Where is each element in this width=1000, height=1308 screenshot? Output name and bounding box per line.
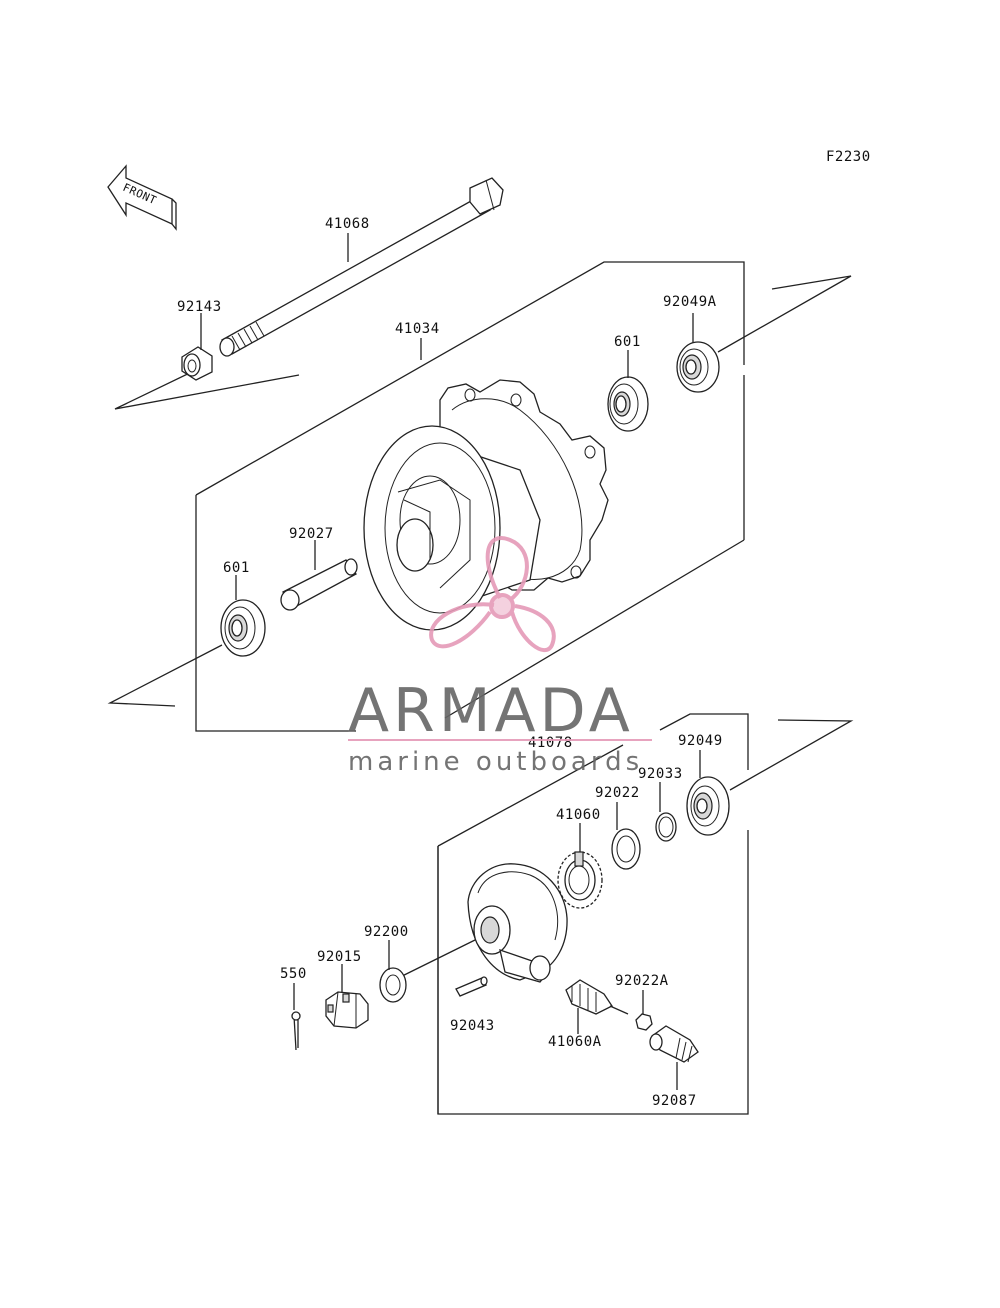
front-arrow-icon: FRONT (107, 164, 177, 231)
label-41068: 41068 (325, 216, 370, 232)
armada-watermark: ARMADA marine outboards (348, 536, 652, 777)
label-92015: 92015 (317, 949, 362, 965)
label-41034: 41034 (395, 321, 440, 337)
propeller-logo-icon (429, 536, 556, 653)
label-550: 550 (280, 966, 307, 982)
watermark-tagline: marine outboards (348, 747, 643, 777)
label-92033: 92033 (638, 766, 683, 782)
bearing-601-left (220, 599, 266, 657)
circlip-92033 (655, 812, 677, 842)
label-92027: 92027 (289, 526, 334, 542)
gear-41060 (557, 851, 603, 909)
watermark-brand: ARMADA (348, 676, 634, 746)
wheel-hub-41034 (363, 379, 609, 631)
axle-41068 (219, 177, 504, 357)
label-41060: 41060 (556, 807, 601, 823)
seal-92049 (686, 776, 730, 836)
collar-92027 (280, 558, 358, 611)
label-92043: 92043 (450, 1018, 495, 1034)
label-601-top: 601 (614, 334, 641, 350)
figure-code: F2230 (826, 149, 871, 165)
washer-92200 (379, 967, 407, 1003)
label-92022a: 92022A (615, 973, 669, 989)
label-92143: 92143 (177, 299, 222, 315)
lower-assembly-frame (383, 713, 854, 1115)
bushing-92087 (649, 1025, 699, 1063)
label-601-left: 601 (223, 560, 250, 576)
washer-92022a (635, 1013, 653, 1031)
label-41060a: 41060A (548, 1034, 602, 1050)
bearing-601-right (607, 376, 649, 432)
collar-92143 (181, 346, 213, 381)
seal-92049a (676, 341, 720, 393)
washer-92022 (611, 828, 641, 870)
label-92049: 92049 (678, 733, 723, 749)
cotter-pin-550 (291, 1011, 301, 1051)
gearbox-housing (467, 863, 568, 983)
castle-nut-92015 (325, 991, 369, 1029)
label-92049a: 92049A (663, 294, 717, 310)
upper-assembly-frame (107, 261, 852, 732)
pinion-gear-41060a (565, 979, 629, 1015)
label-92200: 92200 (364, 924, 409, 940)
pin-92043 (455, 976, 488, 997)
label-92022: 92022 (595, 785, 640, 801)
label-92087: 92087 (652, 1093, 697, 1109)
